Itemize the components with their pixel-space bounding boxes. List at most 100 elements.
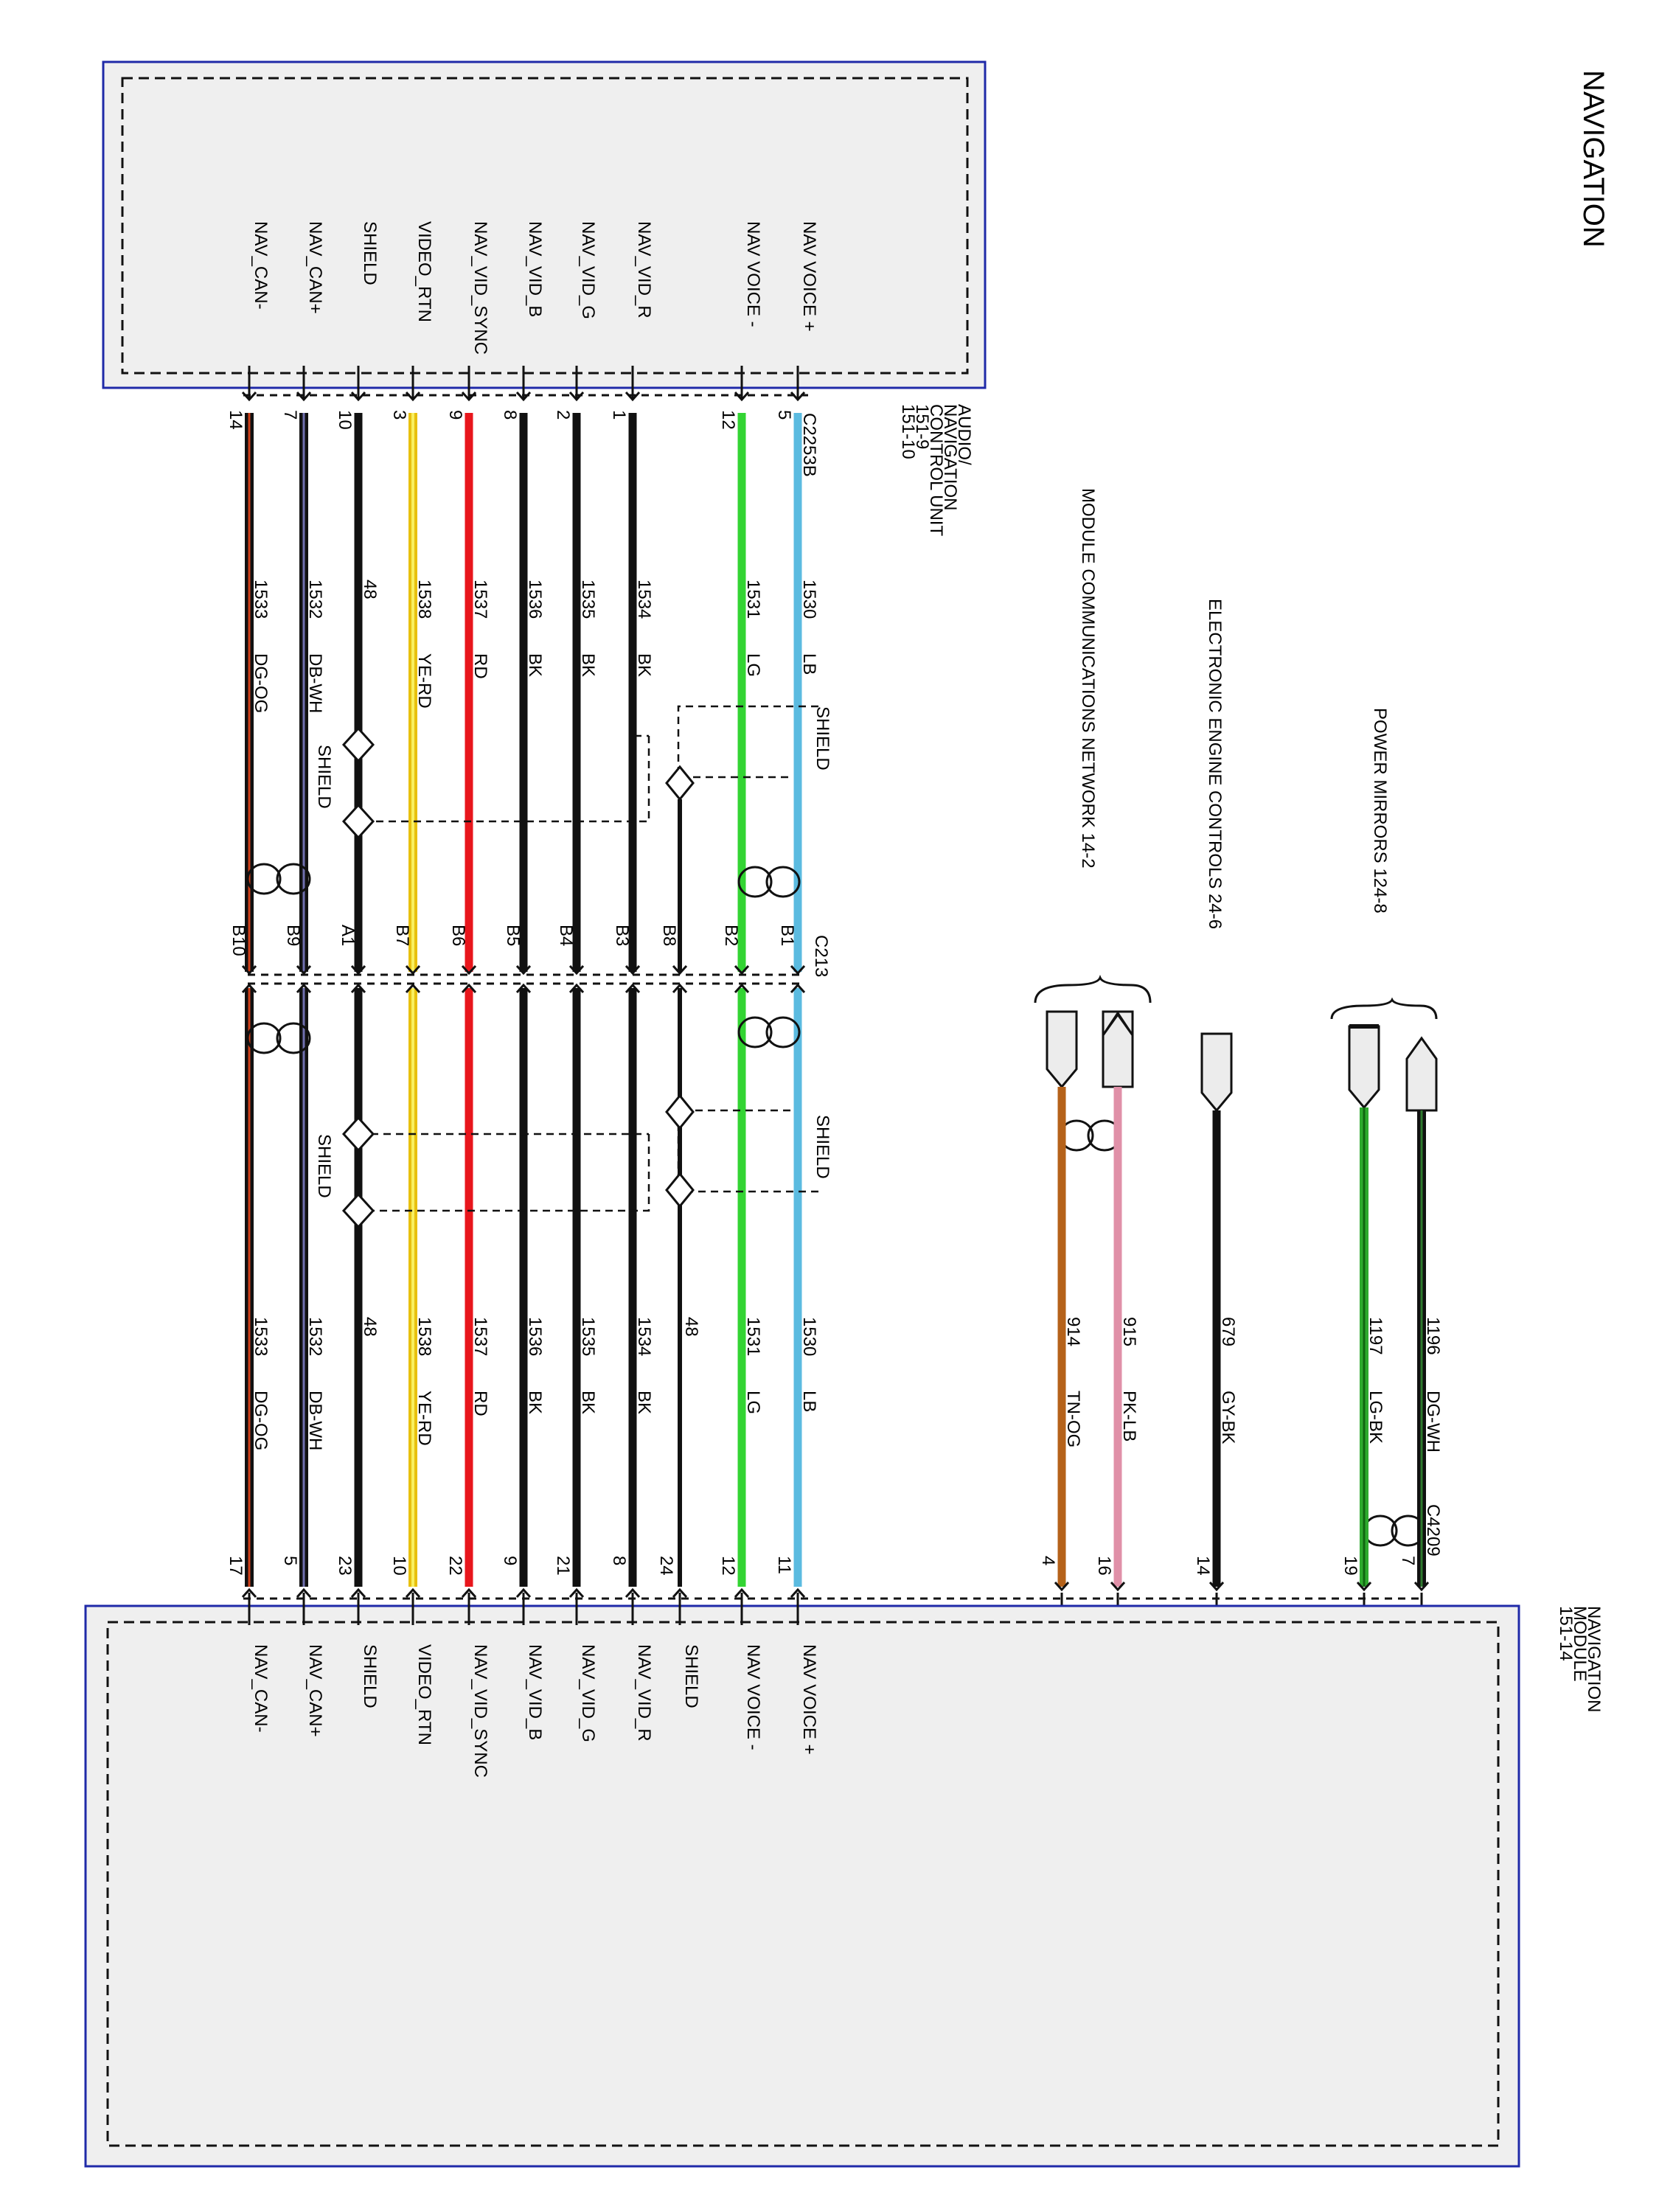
wire-bottom-circuit: 1533 (251, 1317, 271, 1356)
top-pin-label: NAV VOICE - (743, 221, 763, 327)
c213-pin: B2 (721, 925, 741, 946)
top-pin-number: 8 (500, 410, 520, 420)
c213-arrow-bottom (461, 983, 477, 994)
top-pin-arrow (461, 391, 477, 402)
flag-scp-plus (1046, 1010, 1078, 1089)
bottom-module-name: NAVIGATION MODULE 151-14 (1556, 1606, 1604, 1712)
wire-top-color: DB-WH (305, 653, 325, 713)
shield-bottom-b-drain-diamond-1 (341, 1116, 375, 1152)
c213-arrow-bottom (568, 983, 585, 994)
c213-arrow-bottom (515, 983, 532, 994)
side-wire-pin: 4 (1038, 1556, 1058, 1565)
shield-bottom-b-label: SHIELD (314, 1134, 334, 1198)
wire-bottom-circuit: 1535 (578, 1317, 598, 1356)
bottom-pin-number: 22 (445, 1556, 465, 1576)
top-pin-label: NAV_VID_B (525, 221, 545, 317)
c213-arrow-bottom (625, 983, 641, 994)
shield-top-b-label: SHIELD (314, 745, 334, 809)
wire-bottom-color: LB (799, 1391, 819, 1412)
top-pin-label: NAV_VID_R (634, 221, 654, 319)
side-wire-arrow (1208, 1581, 1225, 1592)
wire-bottom-circuit: 1536 (525, 1317, 545, 1356)
top-pin-number: 9 (445, 410, 465, 420)
side-wire-circuit: 1196 (1423, 1317, 1443, 1355)
bottom-module-name-line-3: 151-14 (1556, 1606, 1576, 1661)
wire-top-circuit: 1535 (578, 580, 598, 619)
brace-module-comm (1034, 974, 1152, 1004)
top-module-box (102, 60, 987, 389)
top-pin-arrow (350, 391, 366, 402)
shield-bottom-b-outline (358, 1134, 650, 1212)
bottom-pin-label: NAV_VID_G (578, 1644, 598, 1742)
bottom-pin-label: NAV_CAN- (251, 1644, 271, 1733)
top-pin-arrow (734, 391, 750, 402)
ref-electronic-engine-controls: ELECTRONIC ENGINE CONTROLS 24-6 (1205, 599, 1225, 929)
bottom-pin-arrow (241, 1587, 257, 1599)
top-module-name: AUDIO/ NAVIGATION CONTROL UNIT 151-9 151… (898, 404, 974, 536)
c213-arrow-top (461, 964, 477, 975)
c213-arrow-top (568, 964, 585, 975)
top-module-name-line-5: 151-10 (898, 404, 918, 459)
wire-top-circuit: 1533 (251, 580, 271, 619)
wire-top-color: BK (634, 653, 654, 677)
side-wire-color: LG-BK (1366, 1391, 1385, 1444)
c213-arrow-bottom (672, 983, 688, 994)
wire-bottom-circuit: 1537 (470, 1317, 490, 1356)
bottom-pin-number: 24 (656, 1556, 676, 1576)
top-pin-label: SHIELD (360, 221, 380, 285)
flag-mic-minus (1348, 1025, 1380, 1110)
c213-pin: A1 (338, 925, 358, 946)
c213-arrow-top (296, 964, 312, 975)
wire-bottom-circuit: 48 (681, 1317, 701, 1337)
shield-top-b-drain-diamond-2 (341, 803, 375, 840)
bottom-pin-arrow (625, 1587, 641, 1599)
wire-bottom-color: BK (634, 1391, 654, 1414)
bottom-pin-number: 5 (280, 1556, 300, 1565)
ref-module-comm-network: MODULE COMMUNICATIONS NETWORK 14-2 (1078, 488, 1098, 869)
top-pin-label: NAV_VID_SYNC (470, 221, 490, 355)
wire-top-color: LG (743, 653, 763, 677)
side-wire-pin: 19 (1340, 1556, 1360, 1576)
bottom-pin-label: NAV VOICE + (799, 1644, 819, 1755)
shield-top-b-outline (358, 736, 650, 823)
shield-top-b-drain-diamond-1 (341, 726, 375, 763)
top-module: AUDIO/ NAVIGATION CONTROL UNIT 151-9 151… (102, 60, 987, 536)
c213-pin: B4 (556, 925, 576, 946)
c213-arrow-top (241, 964, 257, 975)
side-wire-color: PK-LB (1119, 1391, 1139, 1441)
top-pin-number: 3 (389, 410, 409, 420)
wire-bottom-circuit: 1534 (634, 1317, 654, 1356)
wire-bottom-circuit: 1530 (799, 1317, 819, 1356)
side-wire-color: DG-WH (1423, 1391, 1443, 1453)
top-pin-label: NAV VOICE + (799, 221, 819, 332)
bottom-pin-arrow (296, 1587, 312, 1599)
wire-top-color: DG-OG (251, 653, 271, 713)
top-module-inner-dashed (121, 77, 969, 375)
wire-bottom-circuit: 48 (360, 1317, 380, 1337)
twisted-pair-voice-top (737, 866, 801, 898)
side-wire-pin: 7 (1398, 1556, 1418, 1565)
c213-pin: B1 (777, 925, 797, 946)
side-references: MODULE COMMUNICATIONS NETWORK 14-2 ELECT… (1034, 488, 1438, 1113)
top-pin-arrow (790, 391, 806, 402)
bottom-pin-arrow (734, 1587, 750, 1599)
top-module-name-line-3: CONTROL UNIT (926, 404, 946, 536)
bottom-pin-arrow (515, 1587, 532, 1599)
bottom-pin-number: 23 (335, 1556, 355, 1576)
bottom-pin-label: NAV_CAN+ (305, 1644, 325, 1737)
c213-arrow-top (672, 964, 688, 975)
bottom-pin-number: 11 (774, 1556, 794, 1574)
top-module-name-line-4: 151-9 (912, 404, 932, 449)
shield-top-a-label: SHIELD (813, 706, 832, 771)
c213-pin: B9 (283, 925, 303, 946)
c213-arrow-bottom (296, 983, 312, 994)
c213-pin: B5 (503, 925, 523, 946)
wire-top-color: LB (799, 653, 819, 675)
c213-arrow-bottom (790, 983, 806, 994)
shield-top-a-outline (677, 705, 818, 779)
shield-bottom-a-drain-diamond-2 (665, 1172, 695, 1208)
side-wire-circuit: 1197 (1366, 1317, 1385, 1355)
c213-arrow-bottom (734, 983, 750, 994)
